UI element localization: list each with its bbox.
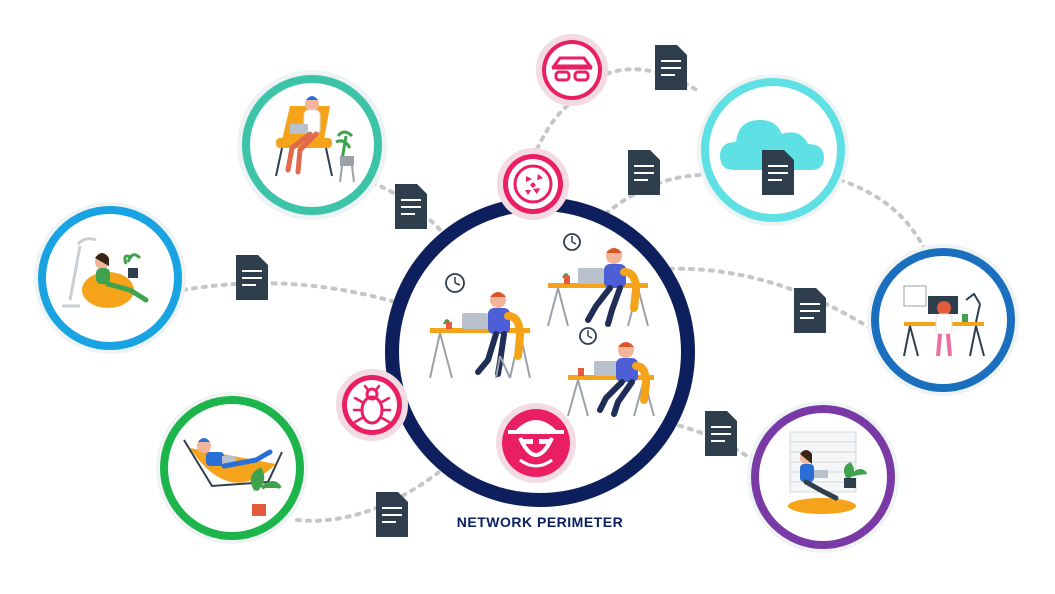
document-icon xyxy=(395,184,427,229)
remote-worker-floor xyxy=(747,401,899,553)
connector-sky xyxy=(181,281,397,304)
document-icon xyxy=(628,150,660,195)
document-icon xyxy=(236,255,268,300)
network-perimeter-label: NETWORK PERIMETER xyxy=(456,514,624,530)
document-icon xyxy=(794,288,826,333)
bug-icon xyxy=(336,369,408,441)
document-icon xyxy=(762,150,794,195)
clock-icon xyxy=(563,233,581,251)
document-icon xyxy=(705,411,737,456)
documents xyxy=(236,45,826,537)
document-icon xyxy=(655,45,687,90)
office-worker xyxy=(567,342,655,417)
connector-cloud-blue xyxy=(838,178,927,252)
office-worker xyxy=(547,248,649,327)
office xyxy=(429,233,655,417)
spy-glasses-icon xyxy=(536,34,608,106)
virus-icon xyxy=(497,148,569,220)
clock-icon xyxy=(579,327,597,345)
remote-worker-armchair xyxy=(237,70,387,220)
remote-worker-beanbag xyxy=(34,202,186,354)
document-icon xyxy=(376,492,408,537)
clock-icon xyxy=(445,273,465,293)
office-worker xyxy=(429,292,531,379)
cloud-icon xyxy=(720,120,824,170)
hacker-icon xyxy=(496,403,576,483)
remote-worker-desk xyxy=(867,244,1019,396)
connector-blue xyxy=(648,266,872,330)
remote-worker-cloud xyxy=(697,74,849,226)
remote-worker-hammock xyxy=(156,392,308,544)
